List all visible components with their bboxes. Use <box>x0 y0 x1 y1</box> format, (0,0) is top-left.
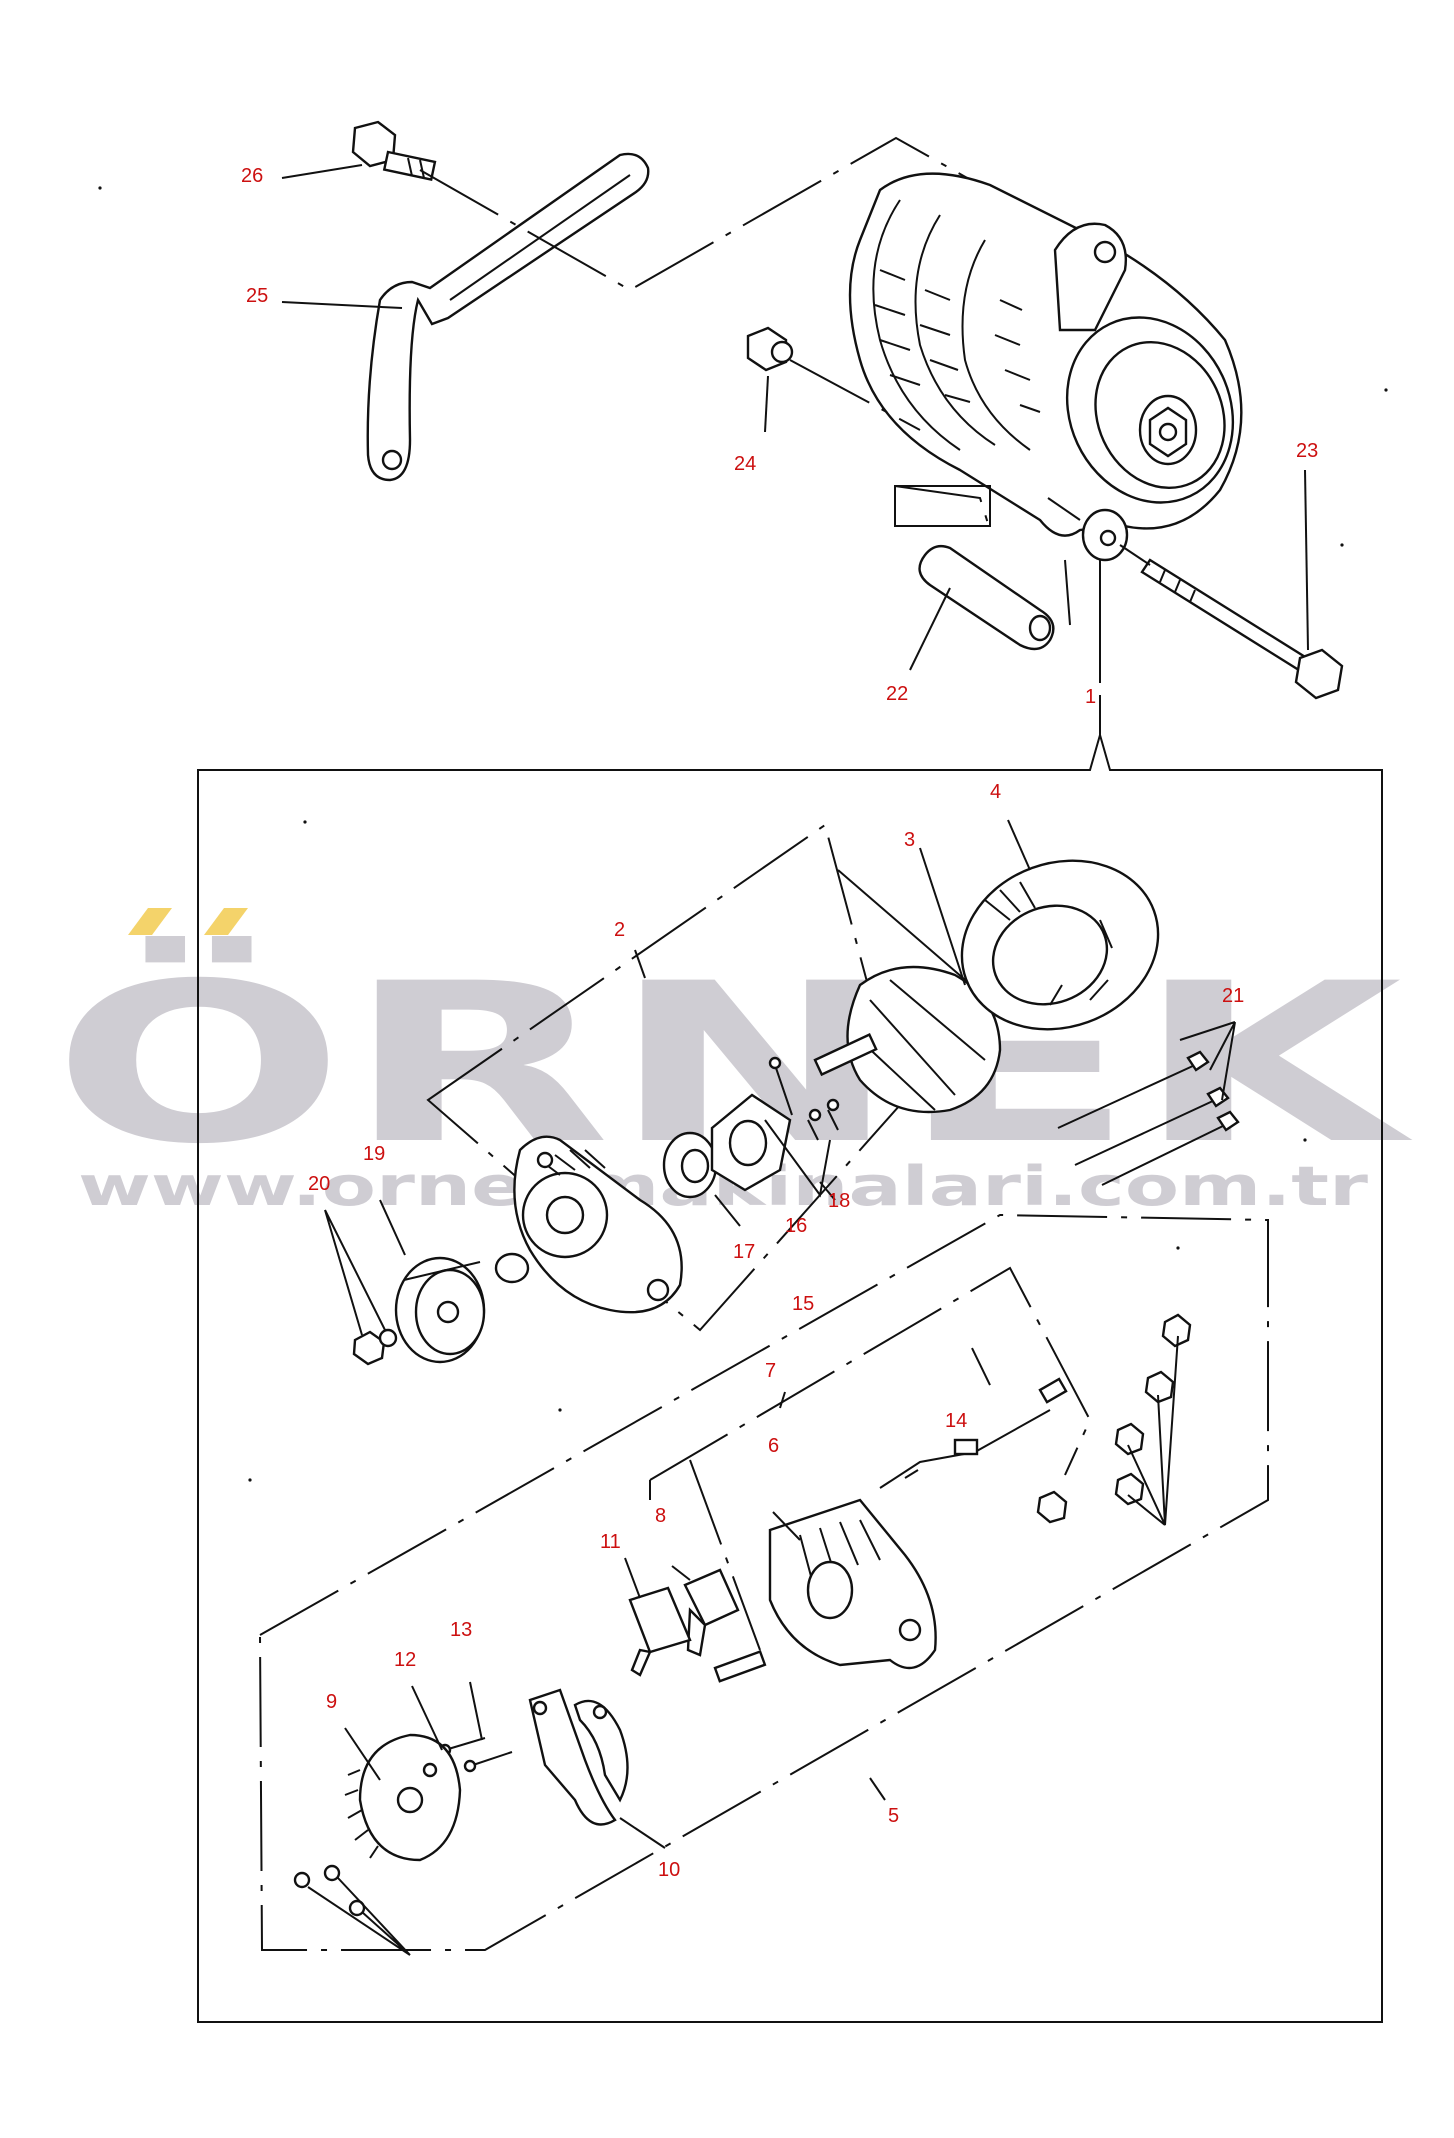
drive-end-subassembly <box>352 823 1002 1366</box>
callout-2: 2 <box>614 919 625 941</box>
callout-6: 6 <box>768 1435 779 1457</box>
scan-specks <box>98 186 1388 1482</box>
callout-3: 3 <box>904 829 915 851</box>
callout-7: 7 <box>765 1360 776 1382</box>
nut-icon <box>746 326 921 431</box>
bearing-retainer-icon <box>344 1733 462 1862</box>
nut-icon <box>1114 1313 1192 1526</box>
adjusting-bracket-icon <box>366 152 650 482</box>
callout-12: 12 <box>394 1649 416 1671</box>
drive-end-frame-icon <box>513 1135 683 1314</box>
exploded-view-frame <box>197 731 1383 2023</box>
callout-26: 26 <box>241 165 263 187</box>
watermark-accent-right <box>204 908 248 935</box>
callouts: 1 2 3 4 5 6 7 8 9 10 11 12 13 14 15 16 1… <box>241 165 1318 1881</box>
regulator-icon <box>628 1586 692 1677</box>
stator-icon <box>960 859 1160 1031</box>
rectifier-end-frame <box>258 1213 1269 1951</box>
callout-8: 8 <box>655 1505 666 1527</box>
through-bolt-icon <box>1057 1050 1240 1186</box>
callout-9: 9 <box>326 1691 337 1713</box>
callout-25: 25 <box>246 285 268 307</box>
rectifier-icon <box>528 1688 629 1826</box>
alternator-assembly-icon <box>848 172 1243 562</box>
collar-icon <box>494 1252 530 1284</box>
callout-18: 18 <box>828 1190 850 1212</box>
watermark-accent-left <box>128 908 172 935</box>
callout-24: 24 <box>734 453 756 475</box>
callout-14: 14 <box>945 1410 967 1432</box>
bearing-icon <box>662 1131 718 1199</box>
callout-13: 13 <box>450 1619 472 1641</box>
nut-icon <box>1036 1490 1068 1524</box>
callout-16: 16 <box>785 1215 807 1237</box>
rectifier-end-frame-icon <box>768 1498 937 1670</box>
brush-holder-icon <box>683 1568 740 1657</box>
callout-4: 4 <box>990 781 1001 803</box>
callout-19: 19 <box>363 1143 385 1165</box>
subassembly-7-frame <box>649 1266 1092 1481</box>
callout-17: 17 <box>733 1241 755 1263</box>
subassembly-8-frame <box>649 1459 761 1651</box>
callout-22: 22 <box>886 683 908 705</box>
alternator-assembly <box>351 120 1344 700</box>
rotor-icon <box>813 869 1002 1114</box>
bearing-retainer-icon <box>710 1093 792 1192</box>
callout-15: 15 <box>792 1293 814 1315</box>
callout-10: 10 <box>658 1859 680 1881</box>
bolt-icon <box>351 120 437 182</box>
callout-1: 1 <box>1085 686 1096 708</box>
terminal-insulator-icon <box>713 1650 767 1683</box>
lead-wire-icon <box>879 1377 1068 1489</box>
callout-11: 11 <box>600 1531 621 1553</box>
callout-5: 5 <box>888 1805 899 1827</box>
leader-lines <box>281 164 1309 1849</box>
through-bolt-icon <box>764 1056 840 1198</box>
callout-21: 21 <box>1222 985 1244 1007</box>
callout-20: 20 <box>308 1173 330 1195</box>
callout-23: 23 <box>1296 440 1318 462</box>
nut-icon <box>293 1864 411 1956</box>
long-bolt-icon <box>1119 544 1344 700</box>
nut-icon <box>352 1328 398 1366</box>
pulley-icon <box>394 1256 486 1364</box>
spacer-collar-icon <box>894 485 1071 651</box>
